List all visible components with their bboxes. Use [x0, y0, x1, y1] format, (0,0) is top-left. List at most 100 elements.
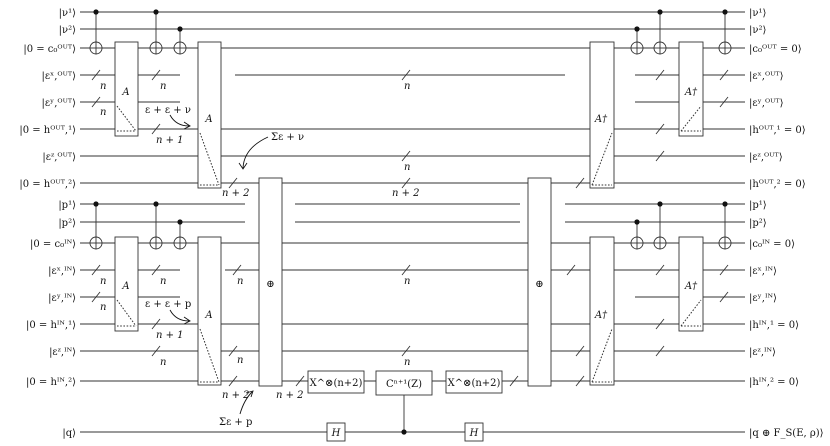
bus-width-label: n — [237, 276, 243, 287]
control-dot — [722, 201, 728, 207]
control-dot — [153, 9, 159, 15]
sum-annotations: ε + ε + ν Σε + ν ε + ε + p Σε + p — [145, 105, 304, 428]
control-dot — [93, 201, 99, 207]
sigma-out-annotation: Σε + ν — [271, 132, 304, 143]
bus-width-label: n + 1 — [156, 135, 184, 146]
gate-label: H — [469, 428, 479, 439]
arrow-icon — [169, 114, 190, 127]
cnot-target-icon — [630, 236, 644, 250]
adder-inverse-gate-large-out: A† — [589, 41, 615, 189]
gate-label: A — [204, 114, 212, 125]
gate-label: X^⊗(n+2) — [448, 378, 501, 389]
gate-label: ⊕ — [266, 279, 274, 290]
hadamard-gate-right: H — [464, 422, 484, 442]
control-dot — [93, 9, 99, 15]
wire-label-right: |q ⊕ F_S(E, ρ)⟩ — [749, 428, 824, 439]
phase-oracle-gates: X^⊗(n+2) Cⁿ⁺¹(Z) X^⊗(n+2) H H — [307, 370, 503, 442]
arrow-head — [245, 390, 254, 398]
gate-label: Cⁿ⁺¹(Z) — [386, 379, 422, 390]
wire-label-left: |0 = hᴵᴺ,¹⟩ — [26, 320, 76, 331]
wire-label-left: |εᶻ,ᴼᵁᵀ⟩ — [42, 152, 76, 163]
gate-label: A† — [594, 310, 608, 321]
gate-label: A — [121, 281, 129, 292]
gate-label: A† — [684, 281, 698, 292]
control-dot — [657, 9, 663, 15]
bus-width-label: n — [237, 355, 243, 366]
bus-width-label: n — [160, 357, 166, 368]
wire-label-right: |c₀ᴼᵁᵀ = 0⟩ — [749, 44, 802, 55]
wire-label-right: |εˣ,ᴼᵁᵀ⟩ — [749, 71, 784, 82]
cnot-target-icon — [89, 41, 103, 55]
bus-width-label: n + 2 — [222, 188, 250, 199]
cnot-target-icon — [653, 41, 667, 55]
adder-gate-small-out: A — [114, 41, 139, 137]
x-layer-gate-right: X^⊗(n+2) — [445, 370, 503, 394]
sigma-in-annotation: Σε + p — [219, 417, 252, 428]
wire-label-right: |εᶻ,ᴼᵁᵀ⟩ — [749, 152, 783, 163]
wire-label-right: |c₀ᴵᴺ = 0⟩ — [749, 239, 795, 250]
xor-gates: ⊕ ⊕ — [258, 177, 552, 387]
adder-gates: A A A A A† — [114, 41, 704, 386]
wire-label-left: |εˣ,ᴵᴺ⟩ — [48, 266, 76, 277]
wire-label-left: |0 = hᴼᵁᵀ,¹⟩ — [19, 125, 76, 136]
sum-out-annotation: ε + ε + ν — [145, 105, 191, 116]
xor-gate-left: ⊕ — [258, 177, 283, 387]
cnot-targets — [89, 41, 732, 250]
wire-label-left: |p¹⟩ — [58, 200, 76, 211]
bus-width-label: n + 1 — [156, 330, 184, 341]
wire-label-left: |0 = hᴼᵁᵀ,²⟩ — [19, 179, 76, 190]
bus-width-label: n — [100, 302, 106, 313]
wire-label-left: |εʸ,ᴵᴺ⟩ — [48, 293, 76, 304]
wire-label-left: |εˣ,ᴼᵁᵀ⟩ — [41, 71, 76, 82]
wire-label-left: |0 = c₀ᴵᴺ⟩ — [30, 239, 76, 250]
xor-gate-right: ⊕ — [527, 177, 552, 387]
bus-width-label: n — [404, 276, 410, 287]
cnot-target-icon — [149, 41, 163, 55]
wire-label-right: |εʸ,ᴵᴺ⟩ — [749, 293, 777, 304]
wire-label-right: |ν²⟩ — [749, 25, 766, 36]
bus-width-label: n + 2 — [222, 390, 250, 401]
adder-gate-large-in: A — [197, 236, 222, 386]
wire-label-left: |εᶻ,ᴵᴺ⟩ — [49, 347, 76, 358]
gate-label: A† — [684, 87, 698, 98]
arrow-head — [238, 162, 248, 170]
bus-width-label: n — [160, 276, 166, 287]
cnot-target-icon — [718, 236, 732, 250]
cnot-target-icon — [653, 236, 667, 250]
wire-label-right: |hᴵᴺ,¹ = 0⟩ — [749, 320, 799, 331]
wire-label-left: |0 = hᴵᴺ,²⟩ — [26, 377, 76, 388]
wire-label-right: |εʸ,ᴼᵁᵀ⟩ — [749, 98, 784, 109]
wire-label-left: |ν¹⟩ — [59, 8, 76, 19]
gate-label: X^⊗(n+2) — [310, 378, 363, 389]
bus-width-label: n — [160, 81, 166, 92]
x-layer-gate-left: X^⊗(n+2) — [307, 370, 365, 394]
bus-width-label: n — [100, 81, 106, 92]
control-dot — [722, 9, 728, 15]
gate-label: H — [331, 428, 341, 439]
cnot-target-icon — [89, 236, 103, 250]
cnot-target-icon — [173, 41, 187, 55]
bus-width-label: n + 2 — [276, 390, 304, 401]
bus-width-label: n — [100, 107, 106, 118]
bus-width-label: n + 2 — [392, 188, 420, 199]
bus-width-label: n — [404, 162, 410, 173]
control-dot — [177, 219, 183, 225]
cnot-target-icon — [173, 236, 187, 250]
bus-width-label: n — [100, 276, 106, 287]
cnot-target-icon — [630, 41, 644, 55]
adder-gate-small-in: A — [114, 236, 139, 332]
arrow-icon — [242, 136, 269, 169]
control-dot — [657, 201, 663, 207]
bus-width-label: n — [404, 357, 410, 368]
wire-label-right: |p¹⟩ — [749, 200, 767, 211]
wire-labels-right: |ν¹⟩ |ν²⟩ |c₀ᴼᵁᵀ = 0⟩ |εˣ,ᴼᵁᵀ⟩ |εʸ,ᴼᵁᵀ⟩ … — [749, 8, 824, 439]
adder-inverse-gate-small-in: A† — [678, 236, 704, 332]
wire-label-right: |p²⟩ — [749, 218, 767, 229]
cnot-target-icon — [718, 41, 732, 55]
wire-label-left: |ν²⟩ — [59, 25, 76, 36]
wire-label-right: |ν¹⟩ — [749, 8, 766, 19]
bus-width-labels: n n n n n n + 1 n + 2 n + 2 n n n n n n … — [100, 81, 420, 401]
control-dot — [177, 26, 183, 32]
wire-labels-left: |ν¹⟩ |ν²⟩ |0 = c₀ᴼᵁᵀ⟩ |εˣ,ᴼᵁᵀ⟩ |εʸ,ᴼᵁᵀ⟩ … — [19, 8, 76, 439]
